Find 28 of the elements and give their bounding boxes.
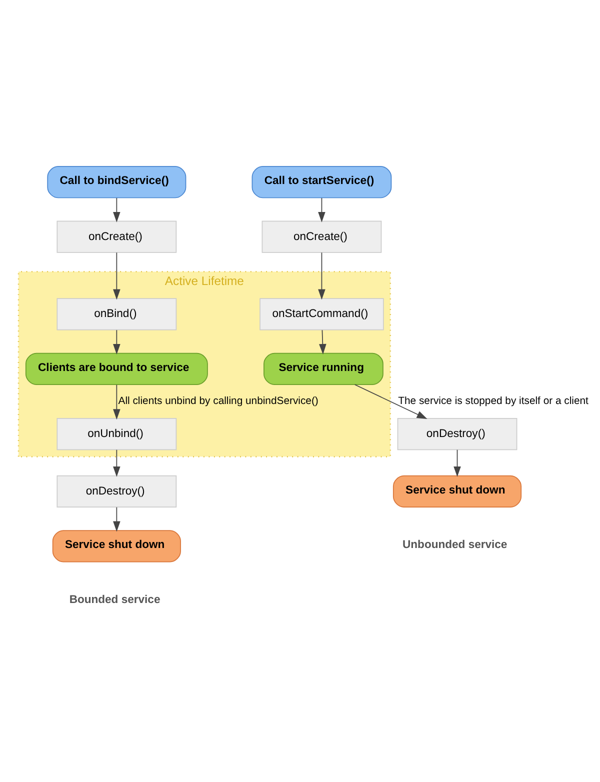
arrow <box>113 329 120 354</box>
node-box: Clients are bound to service <box>25 352 208 384</box>
arrow <box>113 506 120 532</box>
node-box: Service running <box>264 352 384 384</box>
node-box: onUnbind() <box>56 418 177 450</box>
node-box: Call to startService() <box>252 166 392 198</box>
node-box: onCreate() <box>262 220 382 252</box>
arrow <box>354 384 428 418</box>
arrow <box>113 384 120 420</box>
node-box: Service shut down <box>52 530 181 562</box>
edge-label: The service is stopped by itself or a client <box>398 396 588 407</box>
node-label: Bounded service <box>69 593 160 606</box>
arrow <box>113 197 120 222</box>
node-box: onDestroy() <box>56 474 177 507</box>
arrow <box>113 252 120 300</box>
node-box: onStartCommand() <box>260 298 384 330</box>
node-box: onDestroy() <box>397 418 518 450</box>
node-box: onCreate() <box>56 220 177 252</box>
node-box: Service shut down <box>392 474 522 507</box>
arrow <box>454 448 461 476</box>
arrow <box>318 252 326 300</box>
arrow <box>319 329 326 354</box>
arrow <box>113 448 120 476</box>
node-box: onBind() <box>56 298 177 330</box>
node-box: Call to bindService() <box>47 166 186 198</box>
edge-label: All clients unbind by calling unbindService() <box>118 396 318 407</box>
node-label: Unbounded service <box>402 538 508 551</box>
arrow <box>318 197 326 222</box>
